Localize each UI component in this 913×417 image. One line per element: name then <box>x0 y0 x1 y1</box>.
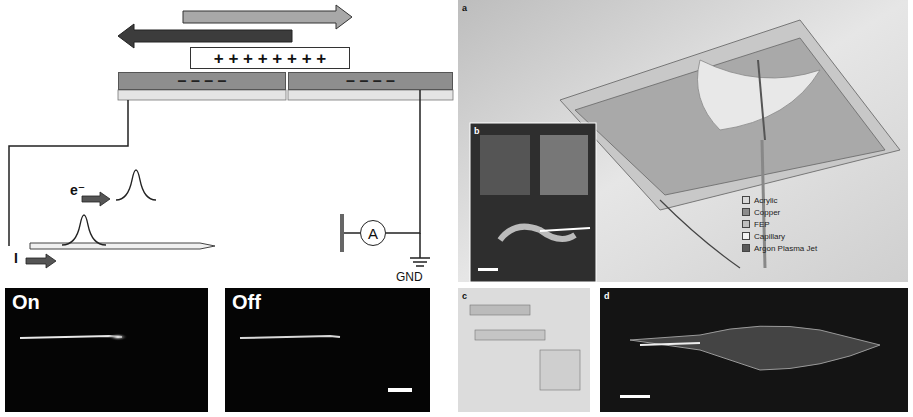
node-text: + + + + + + + + <box>214 50 326 67</box>
legend-text: FEP <box>754 220 770 229</box>
charged-slider: + + + + + + + + <box>190 47 350 69</box>
current-label: I <box>14 250 18 266</box>
node-text: A <box>368 226 378 241</box>
legend-text: Copper <box>754 208 780 217</box>
panel-letter: d <box>604 291 610 301</box>
panel-letter: c <box>462 291 467 301</box>
legend-text: Argon Plasma Jet <box>754 244 817 253</box>
legend-swatch <box>742 196 750 204</box>
legend-row: Copper <box>742 206 817 218</box>
legend-row: Acrylic <box>742 194 817 206</box>
image-panel: On <box>5 288 208 412</box>
wire-connector <box>386 90 420 233</box>
electron-label: e⁻ <box>70 182 85 198</box>
legend-text: Capillary <box>754 232 785 241</box>
legend: AcrylicCopperFEP CapillaryArgon Plasma Je… <box>742 194 817 254</box>
node-text: – – – – <box>346 73 395 89</box>
image-panel: Off <box>225 288 430 412</box>
legend-swatch <box>742 232 750 240</box>
electrode-strip: – – – – <box>118 72 286 90</box>
node-text: – – – – <box>178 73 227 89</box>
panel-letter: a <box>462 3 467 13</box>
legend-row: FEP <box>742 218 817 230</box>
node-text: On <box>12 292 40 312</box>
panel-letter: b <box>474 126 480 136</box>
node-text: Off <box>232 292 261 312</box>
ground-label: GND <box>396 270 423 284</box>
electrode-strip: – – – – <box>288 72 453 90</box>
legend-text: Acrylic <box>754 196 778 205</box>
ammeter-symbol: A <box>360 220 386 246</box>
legend-row: Capillary <box>742 230 817 242</box>
legend-row: Argon Plasma Jet <box>742 242 817 254</box>
legend-swatch <box>742 208 750 216</box>
legend-swatch <box>742 244 750 252</box>
legend-swatch <box>742 220 750 228</box>
